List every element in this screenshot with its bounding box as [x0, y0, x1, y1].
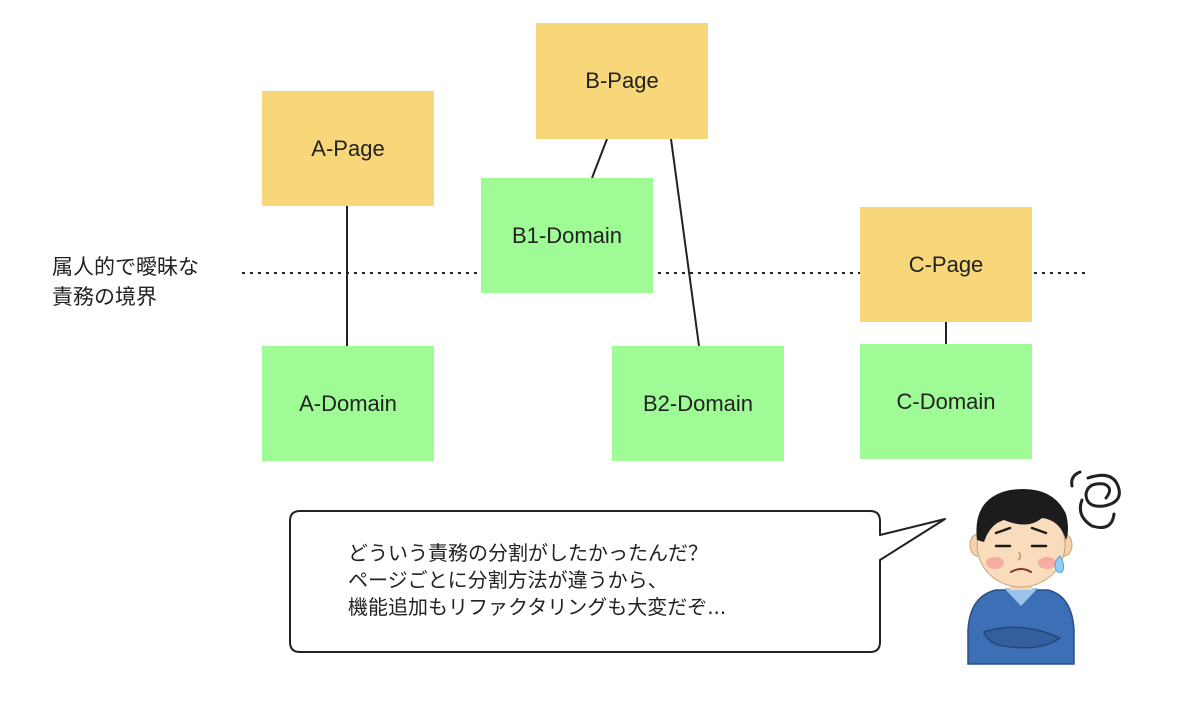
b2-domain-box: B2-Domain — [612, 346, 784, 461]
b2-domain-label: B2-Domain — [642, 390, 754, 416]
c-domain-label: C-Domain — [896, 388, 996, 414]
b1-domain-label: B1-Domain — [511, 222, 623, 248]
speech-line-1: どういう責務の分割がしたかったんだ？ — [348, 541, 708, 565]
c-page-box: C-Page — [860, 207, 1032, 322]
boundary-label: 属人的で曖昧な 責務の境界 — [52, 252, 242, 312]
speech-text: どういう責務の分割がしたかったんだ？ ページごとに分割方法が違うから、 機能追加… — [348, 540, 848, 621]
connector-b-page-b2-domain — [670, 138, 700, 347]
confused-man-icon — [967, 470, 1121, 665]
a-domain-box: A-Domain — [262, 346, 434, 461]
c-domain-box: C-Domain — [860, 344, 1032, 459]
b-page-box: B-Page — [536, 23, 708, 139]
a-page-box: A-Page — [262, 91, 434, 206]
speech-bubble — [289, 510, 946, 653]
connector-b-page-b1-domain — [591, 138, 608, 179]
a-page-label: A-Page — [311, 135, 385, 161]
a-domain-label: A-Domain — [299, 390, 397, 416]
c-page-label: C-Page — [908, 251, 984, 277]
b1-domain-box: B1-Domain — [481, 178, 653, 293]
speech-line-2: ページごとに分割方法が違うから、 — [348, 568, 668, 592]
boundary-label-line-1: 属人的で曖昧な — [52, 255, 199, 279]
speech-line-3: 機能追加もリファクタリングも大変だぞ... — [348, 595, 727, 619]
boundary-label-line-2: 責務の境界 — [52, 285, 157, 309]
b-page-label: B-Page — [585, 68, 659, 93]
